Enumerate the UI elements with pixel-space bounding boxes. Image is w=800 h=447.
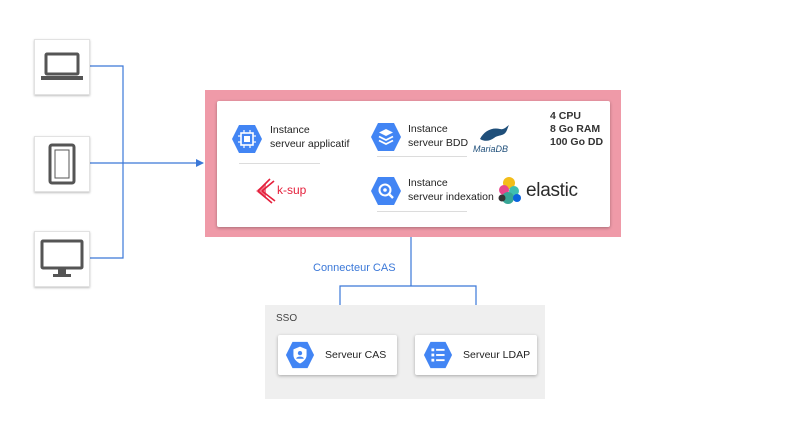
db-instance-line2: serveur BDD: [408, 137, 469, 149]
search-index-icon: [371, 177, 401, 205]
ldap-server-card: Serveur LDAP: [415, 335, 537, 375]
elastic-logo-icon: [498, 177, 521, 204]
list-directory-icon: [423, 341, 453, 369]
mariadb-logo-icon: [480, 125, 509, 141]
elastic-logo-text: elastic: [526, 180, 578, 201]
laptop-link: [88, 65, 124, 163]
server-group-panel: [217, 101, 610, 227]
desktop-link: [88, 163, 124, 259]
db-divider: [377, 156, 467, 157]
database-icon: [371, 123, 401, 151]
db-instance-label: Instance serveur BDD: [408, 122, 468, 150]
app-instance-label: Instance serveur applicatif: [270, 123, 349, 151]
db-instance-line1: Instance: [408, 123, 448, 135]
desktop-device: [34, 231, 90, 287]
ksup-logo-icon: [256, 178, 276, 204]
cas-server-card: Serveur CAS: [278, 335, 397, 375]
laptop-icon: [41, 52, 83, 80]
index-divider: [377, 211, 467, 212]
mariadb-logo-text: MariaDB: [473, 144, 509, 154]
index-instance-line1: Instance: [408, 177, 448, 189]
compute-engine-icon: [232, 125, 262, 153]
shield-icon: [285, 341, 315, 369]
sso-group-label: SSO: [276, 313, 298, 324]
index-instance-line2: serveur indexation: [408, 191, 494, 203]
server-specs: 4 CPU 8 Go RAM 100 Go DD: [550, 110, 603, 149]
ksup-logo-text: k-sup: [277, 183, 307, 197]
laptop-device: [34, 39, 90, 95]
app-instance-line2: serveur applicatif: [270, 138, 350, 150]
index-instance-label: Instance serveur indexation: [408, 176, 494, 204]
cas-server-label: Serveur CAS: [325, 349, 387, 361]
spec-cpu: 4 CPU: [550, 110, 581, 122]
spec-ram: 8 Go RAM: [550, 123, 601, 135]
spec-disk: 100 Go DD: [550, 136, 604, 148]
app-divider: [239, 163, 320, 164]
connector-cas-label: Connecteur CAS: [313, 262, 396, 274]
app-instance-line1: Instance: [270, 124, 310, 136]
ldap-server-label: Serveur LDAP: [463, 349, 531, 361]
tablet-icon: [48, 143, 76, 185]
desktop-icon: [40, 239, 84, 277]
tablet-device: [34, 136, 90, 192]
